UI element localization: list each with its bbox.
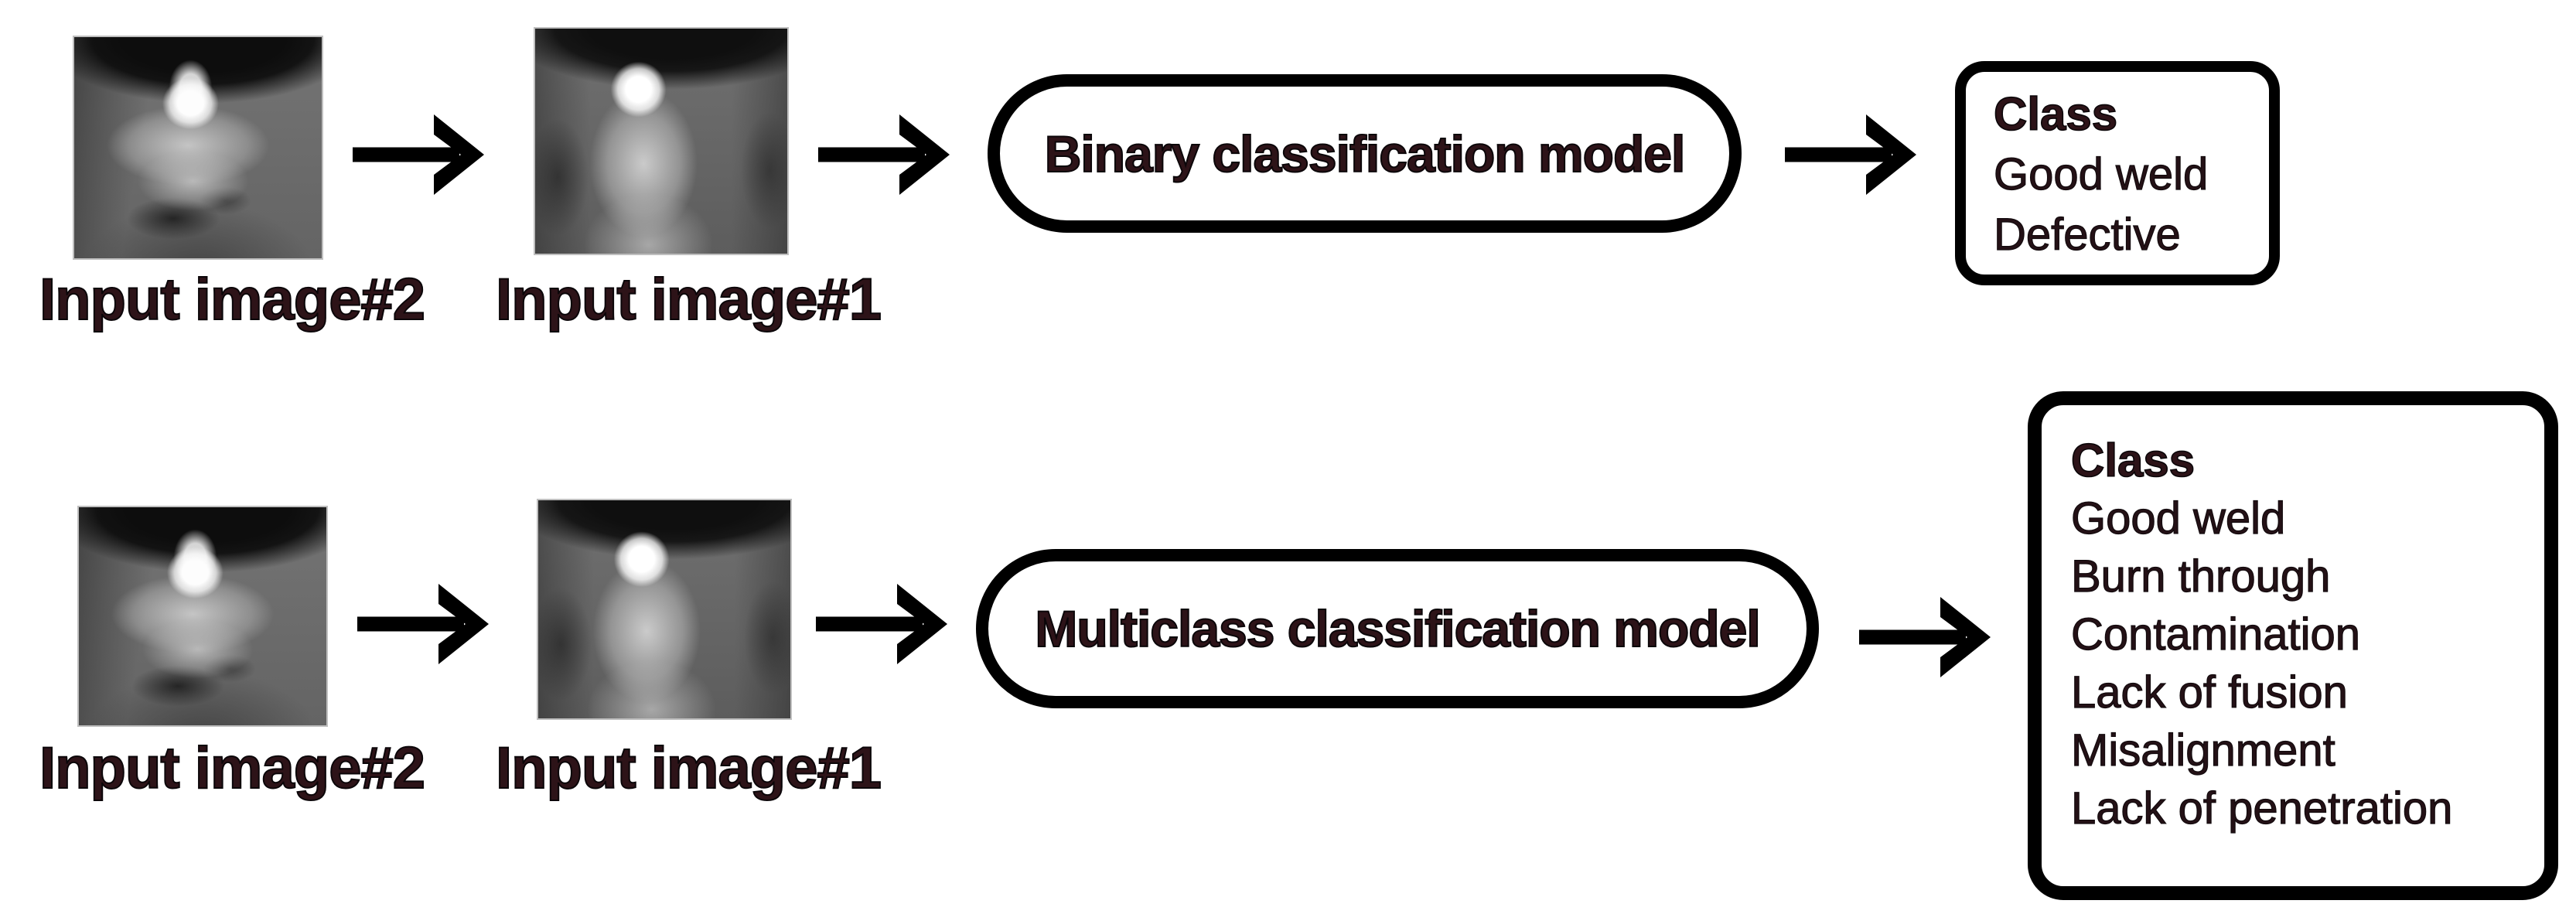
input-image-2-photo — [77, 506, 328, 727]
class-heading: Class — [2070, 434, 2196, 487]
input-image-2-photo — [73, 36, 323, 260]
right-arrow-icon — [1785, 114, 1916, 195]
class-item: Contamination — [2070, 609, 2360, 660]
binary-model-node: Binary classification model — [988, 74, 1742, 233]
class-item: Defective — [1993, 209, 2181, 260]
class-item: Good weld — [1993, 148, 2209, 200]
right-arrow-icon — [818, 114, 950, 195]
input-image-1-label: Input image#1 — [495, 266, 882, 333]
class-item: Burn through — [2070, 551, 2331, 602]
class-item: Lack of penetration — [2070, 783, 2453, 834]
input-image-1-label: Input image#1 — [495, 735, 882, 802]
input-image-1-photo — [534, 27, 789, 255]
input-image-2-label: Input image#2 — [39, 266, 426, 333]
input-image-2-label: Input image#2 — [39, 735, 426, 802]
multiclass-model-node: Multiclass classification model — [976, 549, 1819, 708]
binary-model-label: Binary classification model — [1044, 124, 1687, 183]
class-item: Lack of fusion — [2070, 667, 2348, 718]
right-arrow-icon — [1859, 597, 1991, 677]
multiclass-class-output-box: Class Good weld Burn through Contaminati… — [2028, 391, 2558, 900]
input-image-1-photo — [537, 499, 792, 720]
right-arrow-icon — [357, 584, 489, 664]
right-arrow-icon — [816, 584, 947, 664]
multiclass-model-label: Multiclass classification model — [1034, 599, 1761, 658]
class-heading: Class — [1993, 87, 2118, 141]
right-arrow-icon — [353, 114, 484, 195]
class-item: Misalignment — [2070, 725, 2335, 776]
class-item: Good weld — [2070, 493, 2286, 544]
binary-class-output-box: Class Good weld Defective — [1955, 61, 2280, 285]
